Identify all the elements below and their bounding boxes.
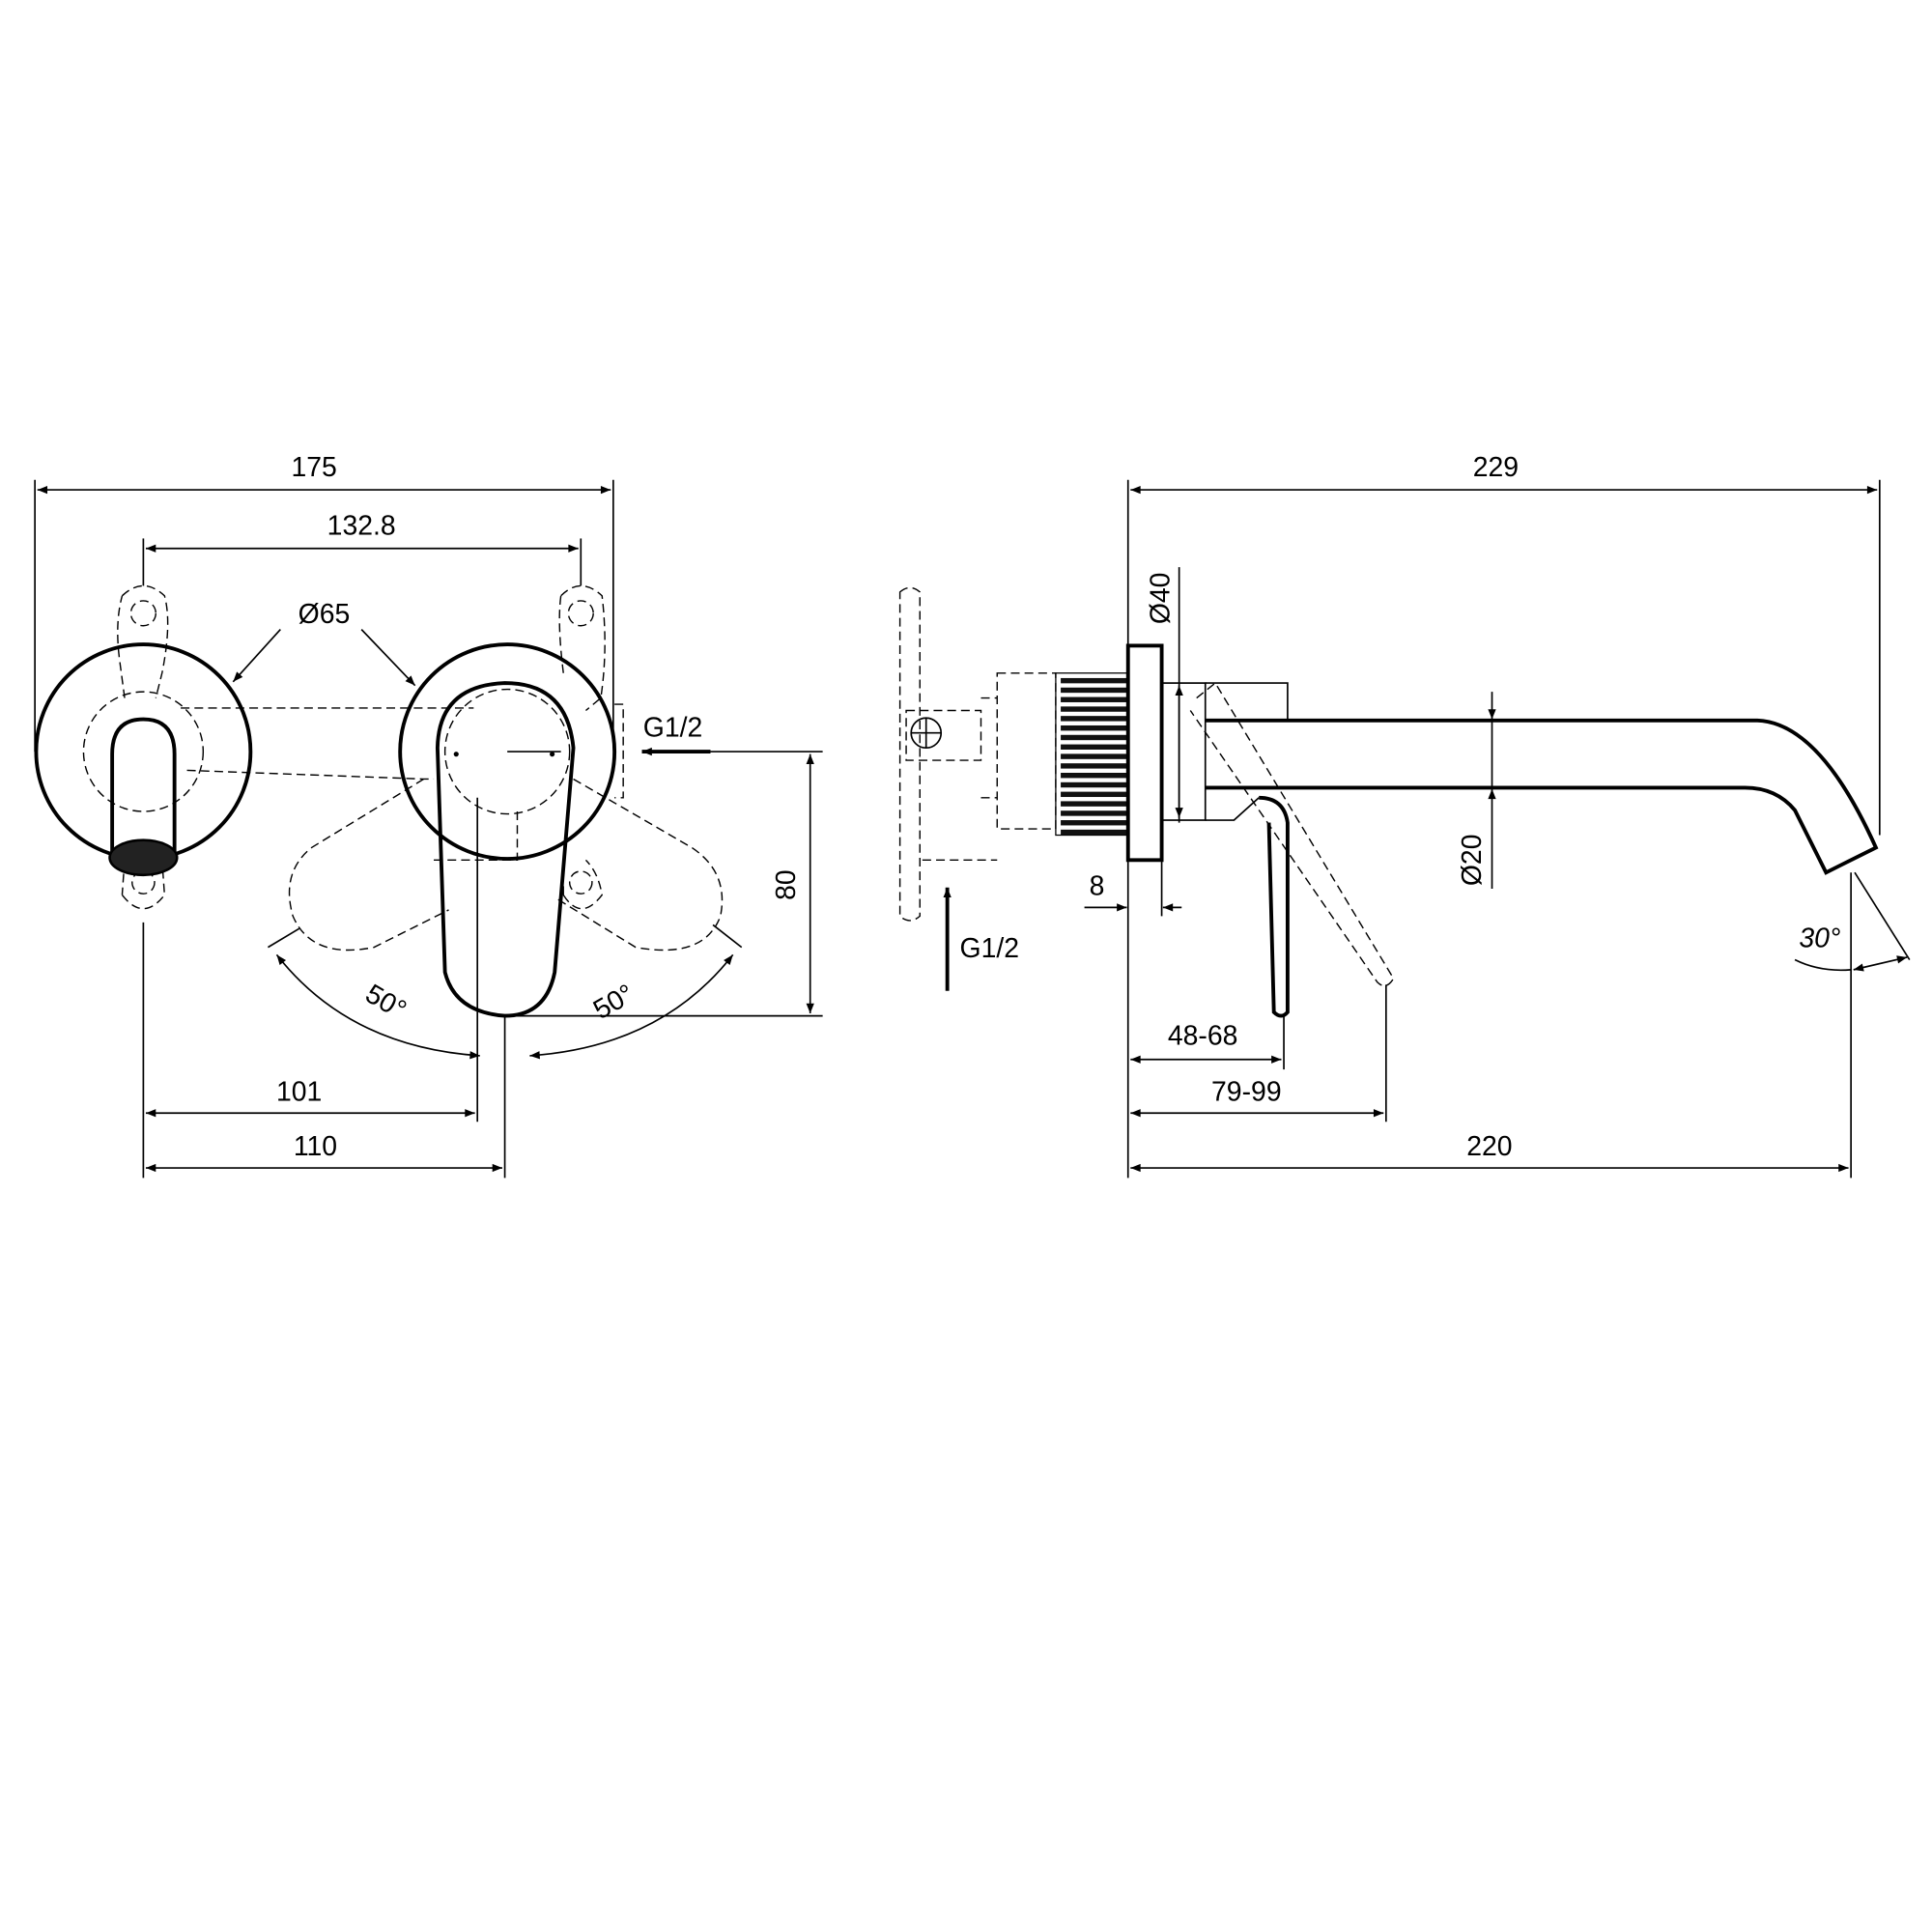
dim-132-8-label: 132.8	[327, 511, 396, 542]
dim-80-label: 80	[771, 869, 802, 900]
dim-229-label: 229	[1473, 452, 1519, 483]
thread-stripe	[1061, 763, 1128, 769]
thread-stripe	[1061, 734, 1128, 741]
spout-side	[1205, 718, 1879, 875]
thread-stripe	[1061, 706, 1128, 712]
dim-79-99-label: 79-99	[1211, 1076, 1282, 1107]
lever-swing-left	[288, 778, 449, 952]
dim-101-label: 101	[276, 1076, 322, 1107]
thread-stripe	[1061, 801, 1128, 807]
thread-stripe	[1061, 716, 1128, 722]
thread-stripe	[1061, 696, 1128, 702]
front-view: 175 132.8 Ø65	[34, 452, 823, 1179]
mounting-bracket	[898, 586, 921, 922]
dim-8-label: 8	[1090, 870, 1105, 901]
dim-48-68-label: 48-68	[1168, 1020, 1238, 1051]
aerator	[108, 838, 179, 877]
thread-stripe	[1061, 677, 1128, 684]
lever-side	[1259, 795, 1290, 1018]
angle-right-label: 50°	[588, 979, 639, 1026]
thread-stripe	[1061, 820, 1128, 826]
dim-110-label: 110	[294, 1131, 337, 1162]
dim-o40-label: Ø40	[1145, 573, 1176, 625]
thread-stripe	[1061, 773, 1128, 779]
lever-swing-right	[554, 778, 724, 952]
wall-flange	[1125, 643, 1164, 863]
thread-stripe	[1061, 829, 1128, 836]
spout-outline	[110, 717, 177, 858]
dim-o65-label: Ø65	[298, 599, 351, 630]
thread-stripe	[1061, 810, 1128, 816]
thread-stripe	[1061, 724, 1128, 731]
dim-175-label: 175	[291, 452, 336, 483]
lever-open-position	[1189, 682, 1395, 987]
inlet-label-side: G1/2	[960, 933, 1020, 964]
inlet-label-front: G1/2	[643, 713, 703, 744]
dim-30-label: 30°	[1799, 923, 1840, 954]
thread-section	[1055, 672, 1129, 837]
dim-o20-label: Ø20	[1457, 835, 1488, 887]
mounting-lug-top-left	[117, 584, 169, 698]
angle-left-label: 50°	[360, 979, 412, 1026]
mixer-plate	[398, 642, 617, 861]
lever-handle	[435, 681, 576, 1018]
thread-stripe	[1061, 781, 1128, 788]
thread-stripe	[1061, 753, 1128, 759]
thread-stripe	[1061, 687, 1128, 694]
dim-220-label: 220	[1466, 1131, 1512, 1162]
spout-plate	[34, 642, 253, 861]
thread-stripe	[1061, 744, 1128, 751]
thread-stripe	[1061, 791, 1128, 798]
side-view: 229 Ø40 Ø20 8	[898, 452, 1911, 1179]
